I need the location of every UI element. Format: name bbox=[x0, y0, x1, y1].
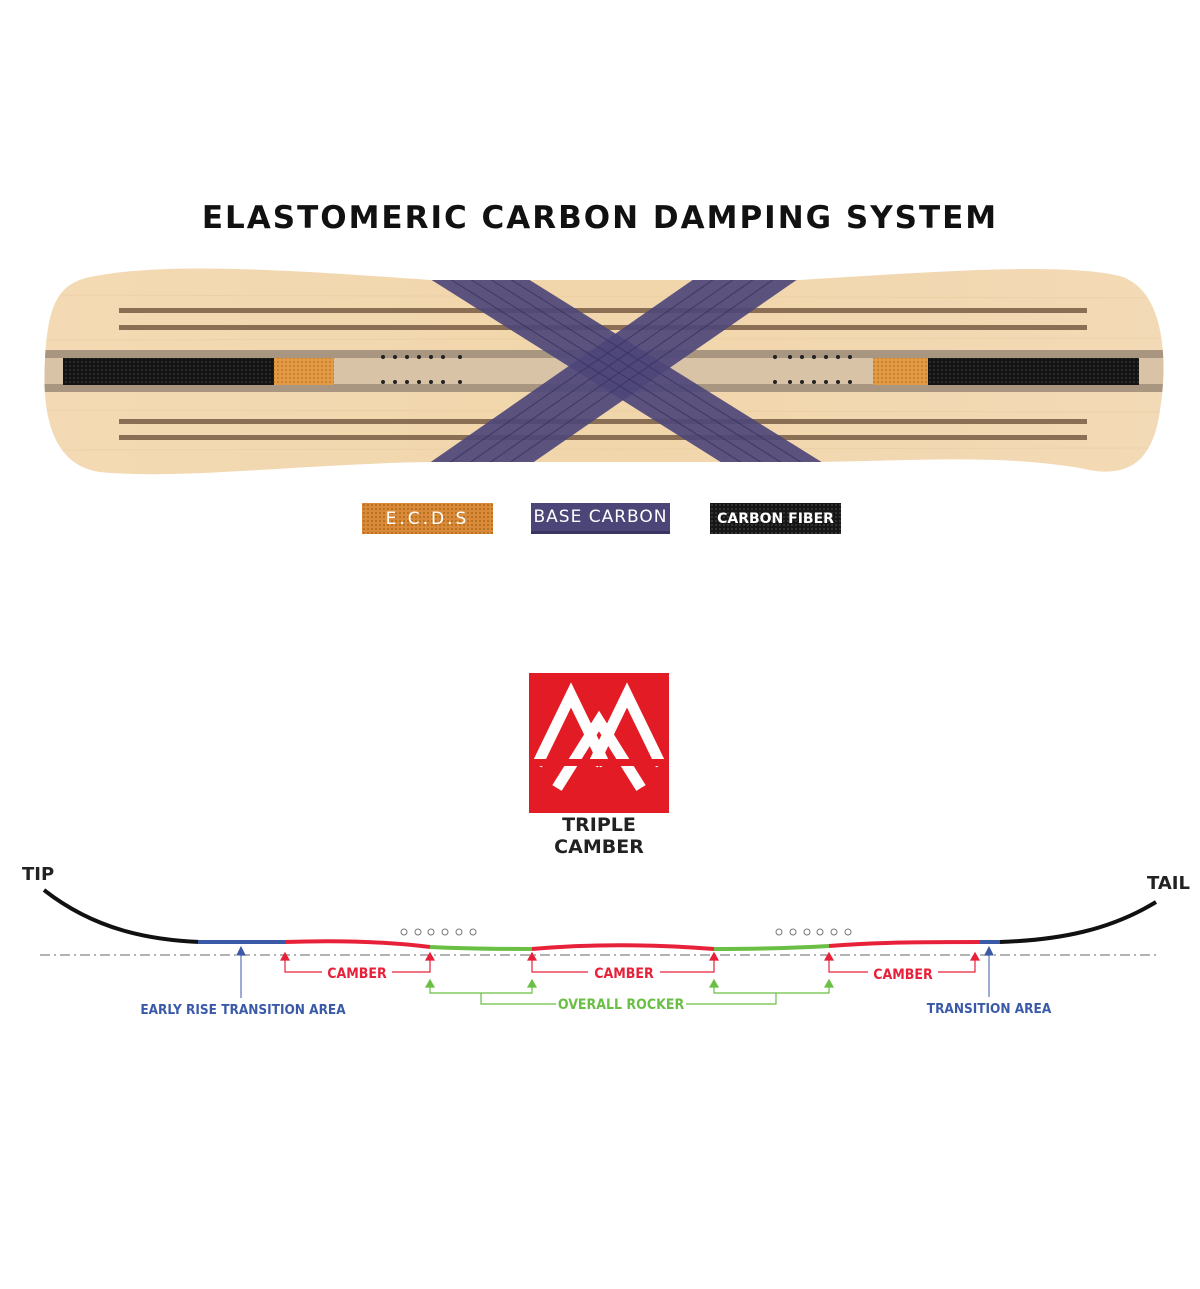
triple-camber-label: TRIPLE CAMBER bbox=[554, 814, 644, 858]
camber-profile: CAMBER CAMBER CAMBER OVERALL ROCKER EARL… bbox=[40, 888, 1160, 1018]
camber-label-1: CAMBER bbox=[327, 966, 387, 982]
binding-insert-icons bbox=[381, 355, 852, 384]
carbon-fiber-tip bbox=[63, 358, 274, 385]
base-carbon-x bbox=[425, 278, 828, 467]
snowboard-top bbox=[44, 268, 1164, 475]
ecds-pad-tail bbox=[873, 358, 928, 385]
transition-area-label: TRANSITION AREA bbox=[927, 1001, 1052, 1017]
tail-label: TAIL bbox=[1147, 873, 1190, 894]
ecds-pad-tip bbox=[274, 358, 334, 385]
early-rise-transition-label: EARLY RISE TRANSITION AREA bbox=[140, 1002, 346, 1018]
diagram-title: ELASTOMERIC CARBON DAMPING SYSTEM bbox=[201, 200, 999, 236]
legend-carbon-fiber: CARBON FIBER bbox=[710, 503, 841, 534]
tip-label: TIP bbox=[22, 864, 55, 885]
legend-ecds: E.C.D.S bbox=[362, 503, 493, 534]
rocker-brackets bbox=[424, 978, 835, 1005]
carbon-fiber-tail bbox=[928, 358, 1139, 385]
camber-brackets bbox=[279, 951, 981, 973]
overall-rocker-label: OVERALL ROCKER bbox=[558, 997, 685, 1013]
profile-insert-icons bbox=[400, 928, 852, 936]
camber-label-3: CAMBER bbox=[873, 967, 933, 983]
triple-camber-logo-icon bbox=[529, 673, 669, 813]
legend-base-carbon: BASE CARBON bbox=[531, 503, 670, 534]
camber-label-2: CAMBER bbox=[594, 966, 654, 982]
transition-arrows bbox=[236, 945, 994, 998]
